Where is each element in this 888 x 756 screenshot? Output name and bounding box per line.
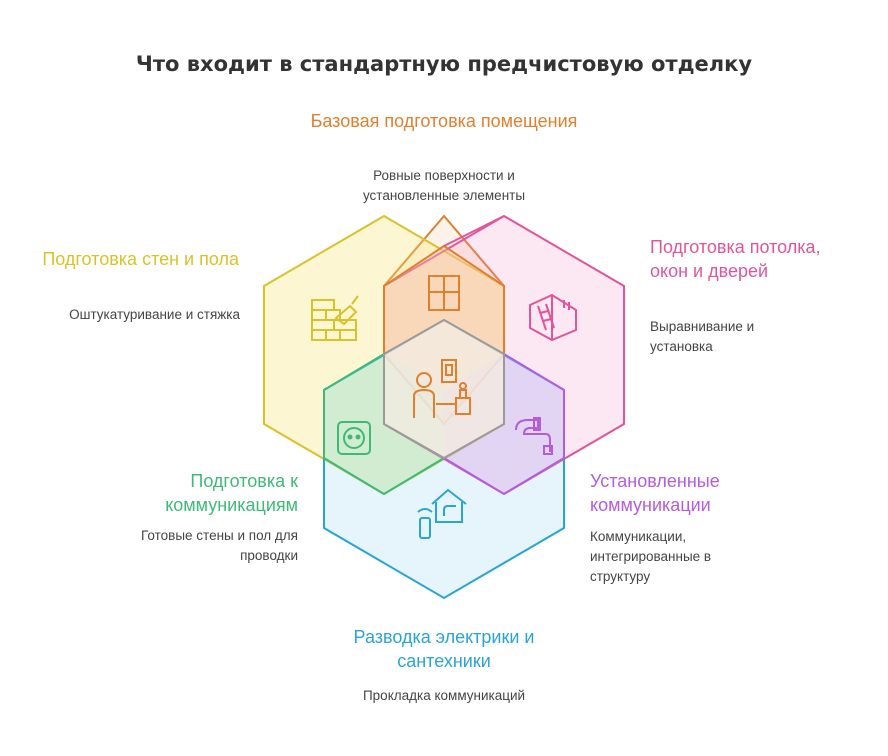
desc-top-right: Выравнивание и установка	[650, 319, 755, 354]
worker-icon	[413, 359, 471, 418]
desc-bottom: Прокладка коммуникаций	[362, 688, 526, 703]
bricks-trowel-icon	[311, 295, 359, 341]
edge-pink-inner	[443, 215, 505, 247]
desc-bottom-left: Готовые стены и пол для проводки	[141, 528, 298, 563]
desc-bottom-right: Коммуникации, интегрированные в структур…	[590, 529, 712, 584]
window-icon	[428, 275, 460, 311]
diagram-title: Что входит в стандартную предчистовую от…	[135, 52, 753, 76]
edge-purple	[443, 353, 565, 496]
label-bottom-right: Установленные коммуникации	[590, 471, 720, 515]
label-top: Базовая подготовка помещения	[310, 111, 578, 131]
pipe-icon	[515, 417, 553, 455]
desc-top-left: Оштукатуривание и стяжка	[69, 307, 240, 322]
ladder-room-icon	[529, 293, 577, 342]
edge-green	[323, 353, 445, 496]
socket-icon	[337, 421, 371, 455]
hexagon-center	[383, 318, 505, 460]
smart-home-icon	[417, 488, 467, 539]
label-bottom: Разводка электрики и сантехники	[353, 627, 535, 671]
label-bottom-left: Подготовка к коммуникациям	[165, 471, 298, 515]
label-top-left: Подготовка стен и пола	[42, 249, 239, 269]
label-top-right: Подготовка потолка, окон и дверей	[650, 237, 821, 281]
desc-top: Ровные поверхности и установленные элеме…	[362, 168, 526, 203]
